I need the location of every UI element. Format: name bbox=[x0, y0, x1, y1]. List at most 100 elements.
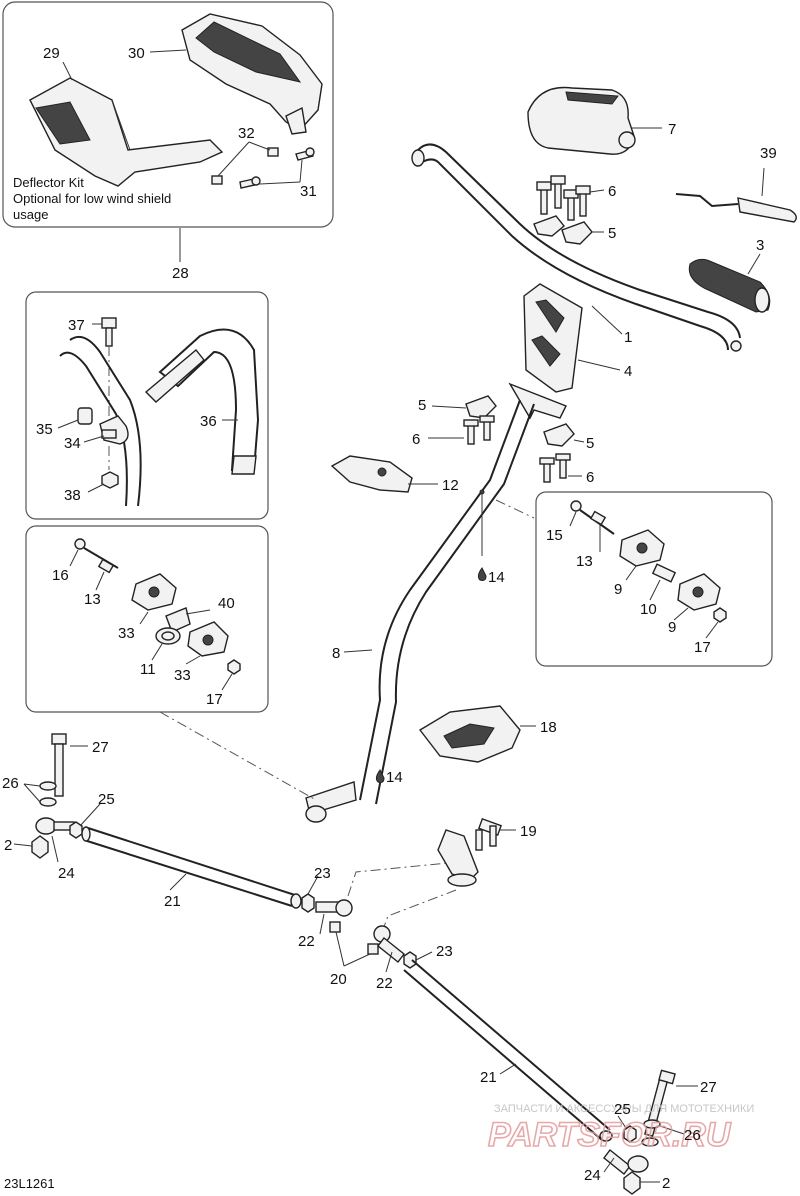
callout-26a: 26 bbox=[2, 775, 19, 792]
callout-31: 31 bbox=[300, 183, 317, 200]
tie-rod-box-right bbox=[535, 491, 773, 667]
part-2-nut-left bbox=[31, 835, 49, 859]
watermark-line1: ЗАПЧАСТИ И АКСЕССУАРЫ ДЛЯ МОТОТЕХНИКИ bbox=[494, 1103, 754, 1115]
callout-6c: 6 bbox=[586, 469, 594, 486]
callout-32: 32 bbox=[238, 125, 255, 142]
part-6-bolts-left bbox=[463, 415, 495, 445]
callout-35: 35 bbox=[36, 421, 53, 438]
callout-8: 8 bbox=[332, 645, 340, 662]
part-23-nut-right bbox=[403, 951, 417, 969]
part-29-left-deflector bbox=[29, 77, 224, 187]
callout-16: 16 bbox=[52, 567, 69, 584]
callout-23b: 23 bbox=[436, 943, 453, 960]
callout-30: 30 bbox=[128, 45, 145, 62]
part-39-bar-end bbox=[675, 193, 797, 223]
part-30-right-deflector bbox=[181, 13, 323, 135]
part-24-rod-end-left bbox=[35, 817, 75, 835]
callout-1: 1 bbox=[624, 329, 632, 346]
callout-11: 11 bbox=[140, 661, 156, 678]
callout-22b: 22 bbox=[376, 975, 393, 992]
part-6-bolts-right bbox=[539, 453, 571, 483]
callout-12: 12 bbox=[442, 477, 459, 494]
callout-22a: 22 bbox=[298, 933, 315, 950]
callout-24b: 24 bbox=[584, 1167, 601, 1184]
part-33-clamps bbox=[131, 573, 229, 657]
callout-5c: 5 bbox=[586, 435, 594, 452]
part-40-bushing bbox=[165, 607, 191, 633]
callout-18: 18 bbox=[540, 719, 557, 736]
callout-40: 40 bbox=[218, 595, 235, 612]
part-26-washers-right bbox=[641, 1119, 661, 1147]
callout-39: 39 bbox=[760, 145, 777, 162]
watermark-line2: PARTSFOR.RU bbox=[488, 1116, 732, 1154]
callout-13b: 13 bbox=[576, 553, 593, 570]
part-12-plate bbox=[330, 455, 413, 493]
tie-rod-box-left bbox=[25, 525, 269, 713]
part-20-spacers bbox=[329, 921, 379, 955]
lubricant-drop-icon bbox=[375, 567, 487, 783]
part-21-tie-rod-right bbox=[403, 959, 613, 1142]
callout-37: 37 bbox=[68, 317, 85, 334]
part-1-handlebar bbox=[411, 143, 742, 352]
part-22-rod-end-mid bbox=[315, 899, 353, 917]
part-11-ring bbox=[155, 627, 181, 645]
part-38-nut bbox=[101, 471, 119, 489]
callout-4: 4 bbox=[624, 363, 632, 380]
part-17-nut-left bbox=[227, 659, 241, 675]
part-13-spacer-left bbox=[97, 558, 115, 574]
callout-25b: 25 bbox=[614, 1101, 631, 1118]
part-18-cover bbox=[418, 705, 521, 763]
part-13-spacer bbox=[589, 510, 607, 526]
part-24-rod-end-right bbox=[603, 1149, 649, 1175]
callout-33b: 33 bbox=[174, 667, 191, 684]
part-22-rod-end-right bbox=[373, 925, 405, 963]
callout-23a: 23 bbox=[314, 865, 331, 882]
deflector-kit-box bbox=[2, 1, 334, 262]
part-34-clamp bbox=[99, 415, 129, 445]
part-23-nut-mid bbox=[301, 893, 315, 913]
part-31-screws bbox=[239, 147, 315, 189]
callout-34: 34 bbox=[64, 435, 81, 452]
part-25-nut-right bbox=[623, 1125, 637, 1143]
part-2-nut-right bbox=[623, 1171, 641, 1195]
callout-14b: 14 bbox=[386, 769, 403, 786]
part-8-steering-column bbox=[305, 382, 567, 823]
callout-27a: 27 bbox=[92, 739, 109, 756]
callout-2b: 2 bbox=[662, 1175, 670, 1192]
part-4-riser bbox=[523, 283, 583, 393]
callout-21b: 21 bbox=[480, 1069, 497, 1086]
callout-24a: 24 bbox=[58, 865, 75, 882]
part-6-upper-bolts bbox=[536, 175, 591, 221]
callout-38: 38 bbox=[64, 487, 81, 504]
drawing-code: 23L1261 bbox=[4, 1176, 55, 1191]
deflector-kit-text: Deflector Kit Optional for low wind shie… bbox=[13, 175, 171, 222]
part-9-clamps bbox=[619, 529, 721, 611]
part-5-upper-clamps bbox=[533, 215, 593, 245]
callout-20: 20 bbox=[330, 971, 347, 988]
deflector-kit-title: Deflector Kit bbox=[13, 175, 84, 190]
part-36-guard bbox=[144, 328, 260, 475]
part-17-nut bbox=[713, 607, 727, 623]
part-3-grip bbox=[688, 258, 771, 313]
callout-15: 15 bbox=[546, 527, 563, 544]
part-5-clamp-right bbox=[543, 423, 575, 447]
part-7-handlebar-pad bbox=[527, 86, 636, 155]
callout-33a: 33 bbox=[118, 625, 135, 642]
callout-17a: 17 bbox=[206, 691, 223, 708]
callout-26b: 26 bbox=[684, 1127, 701, 1144]
callout-5b: 5 bbox=[418, 397, 426, 414]
callout-13a: 13 bbox=[84, 591, 101, 608]
callout-28: 28 bbox=[172, 265, 189, 282]
part-10-spacer bbox=[651, 563, 677, 583]
callout-3: 3 bbox=[756, 237, 764, 254]
part-27-bolt-left bbox=[51, 733, 67, 797]
callout-10: 10 bbox=[640, 601, 657, 618]
callout-9b: 9 bbox=[668, 619, 676, 636]
callout-14a: 14 bbox=[488, 569, 505, 586]
deflector-kit-note-line2: usage bbox=[13, 207, 48, 222]
part-19-bracket bbox=[437, 817, 503, 887]
callout-6b: 6 bbox=[412, 431, 420, 448]
callout-5a: 5 bbox=[608, 225, 616, 242]
part-26-washers-left bbox=[39, 781, 57, 807]
